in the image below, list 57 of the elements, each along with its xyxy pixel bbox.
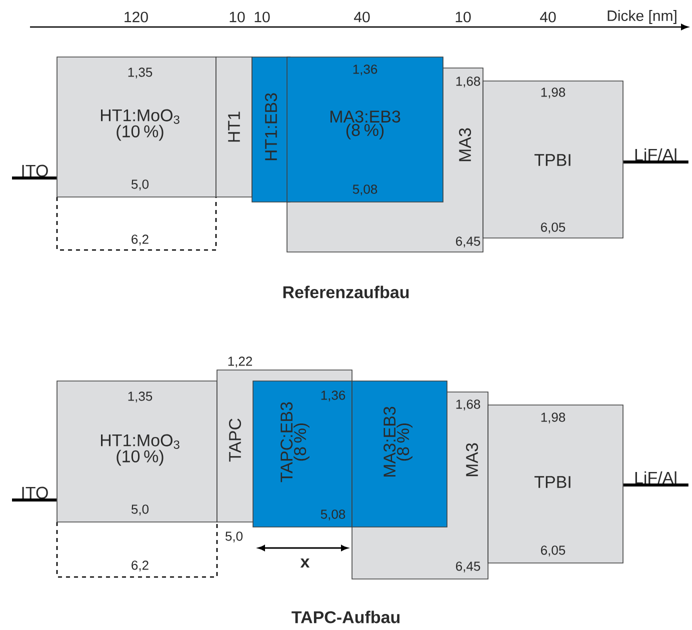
- energy-level-label: 5,08: [320, 510, 346, 520]
- structure-title: TAPC-Aufbau: [292, 610, 400, 624]
- axis-tick-label: 10: [456, 12, 471, 22]
- axis-tick-label: 40: [540, 12, 556, 22]
- dimension-label: x: [300, 558, 310, 568]
- energy-level-label: 5,0: [131, 180, 149, 190]
- layer-label: 1,35: [128, 392, 152, 402]
- layer-label: TAPC: [228, 418, 242, 462]
- layer-box: [488, 404, 624, 564]
- electrode-line: [623, 484, 688, 486]
- energy-level-label: 5,0: [226, 532, 243, 542]
- electrode-line: [12, 176, 57, 180]
- axis-title: Dicke [nm]: [608, 10, 676, 24]
- layer-label: 1,36: [353, 64, 378, 76]
- level-box: [56, 197, 217, 251]
- layer-box: [216, 56, 252, 198]
- electrode-label: LiF/Al: [635, 471, 676, 484]
- layer-label: HT1: [228, 112, 240, 142]
- electrode-line: [12, 498, 57, 502]
- energy-level-label: TPBI: [534, 476, 570, 488]
- layer-box: [352, 380, 448, 528]
- energy-level-label: MA3:EB3 (8 %): [330, 110, 400, 140]
- energy-level-label: 6,05: [541, 222, 566, 234]
- layer-label: 1,36: [321, 390, 346, 402]
- electrode-label: LiF/Al: [635, 148, 676, 161]
- layer-label: 6,2: [132, 234, 148, 246]
- energy-level-label: TAPC:EB3 (8 %): [280, 402, 310, 482]
- layer-label: 1,68: [456, 76, 480, 88]
- energy-level-label: TPBI: [534, 154, 570, 166]
- axis-tick-label: 10: [230, 12, 245, 22]
- axis-tick-label: 120: [124, 12, 148, 22]
- energy-level-label: HT1:MoO$_{3}$ (10 %): [101, 434, 180, 466]
- energy-level-label: 5,0: [131, 504, 149, 516]
- layer-box: [56, 380, 218, 522]
- energy-level-label: 6,45: [456, 562, 480, 572]
- electrode-label: ITO: [22, 486, 48, 499]
- layer-label: 1,98: [541, 88, 566, 98]
- energy-level-label: 1,22: [228, 356, 252, 368]
- energy-level-label: 6,05: [541, 546, 566, 556]
- electrode-line: [623, 160, 688, 164]
- axis-tick-label: 10: [254, 12, 270, 22]
- energy-level-label: MA3: [458, 128, 472, 162]
- layer-label: 1,35: [128, 68, 152, 78]
- axis-tick-label: 40: [354, 12, 370, 22]
- layer-label: MA3:EB3 (8 %): [384, 406, 412, 477]
- energy-level-label: 5,08: [352, 184, 378, 196]
- layer-label: 6,2: [132, 560, 148, 572]
- electrode-label: ITO: [22, 164, 48, 177]
- energy-level-label: 6,45: [456, 236, 480, 248]
- level-box: [56, 522, 218, 578]
- layer-box: [482, 80, 624, 238]
- energy-level-label: MA3: [466, 443, 478, 476]
- structure-title: Referenzaufbau: [283, 286, 409, 298]
- energy-level-label: HT1:MoO$_{3}$ (10 %): [101, 109, 180, 141]
- layer-label: HT1:EB3: [264, 93, 278, 160]
- layer-label: 1,98: [541, 412, 566, 424]
- layer-label: 1,68: [456, 400, 480, 410]
